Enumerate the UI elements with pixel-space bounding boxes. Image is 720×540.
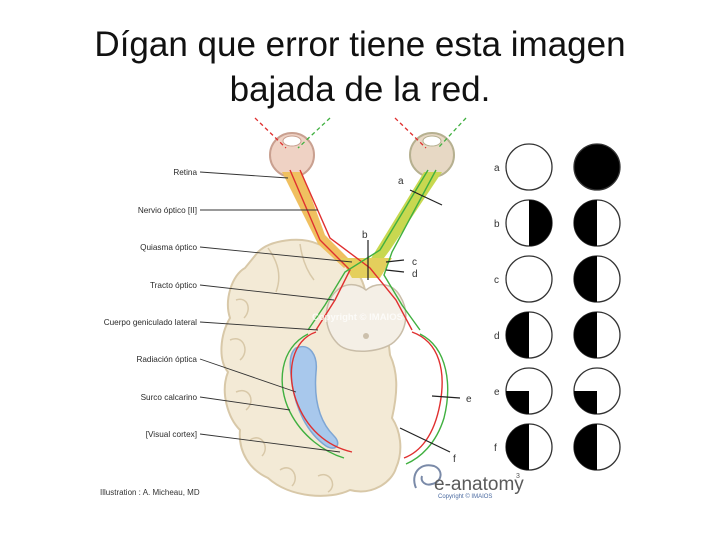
- label-retina: Retina: [173, 168, 197, 177]
- logo-copyright: Copyright © IMAIOS: [438, 493, 492, 500]
- label-optic-chiasm: Quiasma óptico: [140, 243, 197, 252]
- visual-field-b-right: [573, 199, 621, 247]
- visual-field-f-left: [505, 423, 553, 471]
- visual-field-f-right: [573, 423, 621, 471]
- lesion-letter-a: a: [398, 176, 404, 187]
- visual-field-b-left: [505, 199, 553, 247]
- logo-superscript: 3: [516, 473, 520, 480]
- lesion-letter-f: f: [453, 454, 456, 465]
- visual-field-a-left: [505, 143, 553, 191]
- lesion-letter-c: c: [412, 257, 417, 268]
- midbrain: [325, 283, 407, 352]
- fiber-paths: [281, 169, 449, 465]
- label-optic-tract: Tracto óptico: [150, 281, 197, 290]
- field-row-letter-f: f: [494, 443, 497, 454]
- title-line-1: Dígan que error tiene esta imagen: [94, 25, 626, 64]
- logo-text: e-anatomy: [434, 474, 524, 495]
- slide-title: Dígan que error tiene esta imagen bajada…: [0, 22, 720, 112]
- label-visual-cortex: [Visual cortex]: [146, 430, 197, 439]
- visual-field-panel: a b c d e f: [494, 143, 621, 471]
- field-row-letter-b: b: [494, 219, 500, 230]
- light-rays: [254, 117, 467, 149]
- label-calcarine-sulcus: Surco calcarino: [141, 393, 198, 402]
- lesion-letter-b: b: [362, 230, 368, 241]
- anatomy-labels: Retina Nervio óptico [II] Quiasma óptico…: [104, 168, 198, 439]
- field-row-letter-c: c: [494, 275, 499, 286]
- label-lateral-geniculate: Cuerpo geniculado lateral: [104, 318, 197, 327]
- title-line-2: bajada de la red.: [229, 70, 491, 109]
- field-row-letter-a: a: [494, 163, 500, 174]
- visual-field-c-left: [505, 255, 553, 303]
- visual-field-d-left: [505, 311, 553, 359]
- watermark: Copyright © IMAIOS: [312, 312, 403, 323]
- field-row-letter-d: d: [494, 331, 500, 342]
- lesion-letter-d: d: [412, 269, 418, 280]
- lesion-letters: a b c d e f: [362, 176, 472, 465]
- visual-field-a-right: [573, 143, 621, 191]
- visual-field-e-right: [573, 367, 621, 415]
- lesion-arrows: [367, 189, 461, 453]
- label-leaders: [199, 171, 353, 453]
- e-anatomy-logo: e-anatomy 3 Copyright © IMAIOS: [413, 464, 524, 500]
- visual-field-c-right: [573, 255, 621, 303]
- illustration-credit: Illustration : A. Micheau, MD: [100, 488, 200, 497]
- optic-nerves: [282, 172, 442, 278]
- label-optic-nerve: Nervio óptico [II]: [138, 206, 197, 215]
- lesion-letter-e: e: [466, 394, 472, 405]
- visual-field-d-right: [573, 311, 621, 359]
- field-row-letter-e: e: [494, 387, 500, 398]
- label-optic-radiation: Radiación óptica: [136, 355, 197, 364]
- visual-field-e-left: [505, 367, 553, 415]
